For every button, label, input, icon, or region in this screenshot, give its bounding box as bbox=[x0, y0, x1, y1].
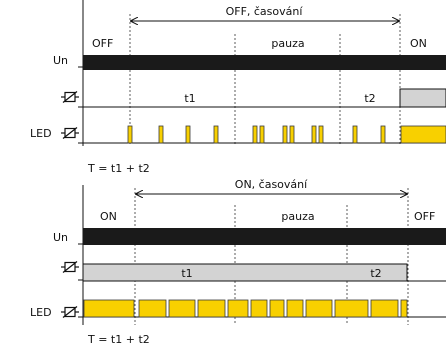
bottom-row-un-label: Un bbox=[53, 231, 68, 244]
led-block bbox=[138, 299, 167, 318]
top-relay-on-bar bbox=[399, 88, 446, 108]
top-row-led-label: LED bbox=[30, 127, 52, 140]
led-block bbox=[250, 299, 268, 318]
bottom-t2-label: t2 bbox=[370, 267, 381, 280]
led-block bbox=[286, 299, 304, 318]
top-phase-end: ON bbox=[410, 37, 427, 50]
led-pulse bbox=[352, 125, 358, 144]
bottom-phase-end: OFF bbox=[414, 210, 435, 223]
top-led-pulses bbox=[127, 125, 446, 144]
top-span-label: OFF, časování bbox=[226, 5, 304, 18]
led-block bbox=[370, 299, 399, 318]
led-block bbox=[197, 299, 226, 318]
led-pulse bbox=[380, 125, 386, 144]
bottom-row-led-label: LED bbox=[30, 306, 52, 319]
led-pulse bbox=[259, 125, 265, 144]
led-pulse bbox=[213, 125, 219, 144]
bottom-formula: T = t1 + t2 bbox=[87, 333, 150, 345]
led-block bbox=[400, 299, 408, 318]
top-phase-start: OFF bbox=[92, 37, 113, 50]
bottom-span-label: ON, časování bbox=[235, 178, 308, 191]
bottom-led-blocks bbox=[83, 299, 408, 318]
led-block bbox=[305, 299, 333, 318]
led-pulse bbox=[318, 125, 324, 144]
bottom-relay-on-bar bbox=[82, 263, 408, 282]
relay-coil-icon bbox=[60, 305, 80, 319]
led-pulse bbox=[158, 125, 164, 144]
top-formula: T = t1 + t2 bbox=[87, 162, 150, 175]
led-block bbox=[334, 299, 369, 318]
led-block bbox=[269, 299, 285, 318]
led-pulse bbox=[282, 125, 288, 144]
top-diagram: OFF, časování OFF pauza ON Un t1 t2 LED bbox=[30, 0, 446, 175]
bottom-diagram: ON, časování ON pauza OFF Un t1 t2 LED bbox=[30, 178, 446, 345]
relay-coil-icon bbox=[60, 126, 80, 140]
top-row-un-label: Un bbox=[53, 54, 68, 67]
top-phase-mid: pauza bbox=[271, 37, 304, 50]
top-supply-bar bbox=[83, 55, 446, 70]
led-on-block bbox=[400, 125, 446, 144]
relay-coil-icon bbox=[60, 90, 80, 104]
led-pulse bbox=[127, 125, 133, 144]
bottom-supply-bar bbox=[83, 228, 446, 245]
led-pulse bbox=[185, 125, 191, 144]
led-block bbox=[83, 299, 135, 318]
led-pulse bbox=[252, 125, 258, 144]
led-block bbox=[168, 299, 196, 318]
bottom-phase-mid: pauza bbox=[281, 210, 314, 223]
led-pulse bbox=[311, 125, 317, 144]
top-t2-label: t2 bbox=[364, 92, 375, 105]
led-pulse bbox=[289, 125, 295, 144]
bottom-phase-start: ON bbox=[100, 210, 117, 223]
led-block bbox=[227, 299, 249, 318]
bottom-t1-label: t1 bbox=[181, 267, 192, 280]
top-t1-label: t1 bbox=[184, 92, 195, 105]
relay-coil-icon bbox=[60, 260, 80, 274]
